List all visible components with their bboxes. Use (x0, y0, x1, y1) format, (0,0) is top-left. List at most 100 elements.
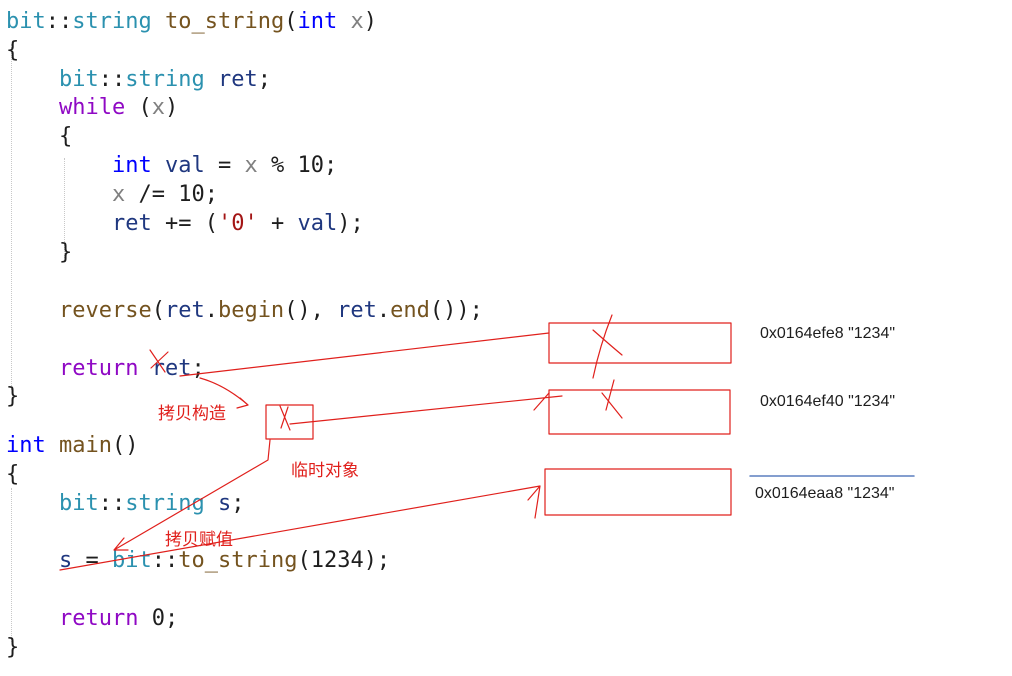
arrow-to-box-2 (289, 392, 563, 425)
arrow-temp-to-s (113, 439, 271, 551)
code-token: } (6, 240, 73, 265)
code-token: s (58, 548, 73, 573)
code-line: int val = x % 10; (6, 152, 337, 180)
code-token: (), (284, 298, 338, 323)
code-token: { (6, 462, 20, 487)
code-token: x (151, 95, 165, 120)
code-line: { (6, 461, 19, 489)
code-token: ret (337, 298, 377, 323)
code-token: begin (217, 298, 285, 323)
code-line: return 0; (6, 605, 178, 633)
code-token: string (125, 491, 205, 516)
indent-guide (11, 44, 12, 390)
memory-address-3: 0x0164eaa8 "1234" (755, 485, 895, 502)
code-token: = (72, 548, 112, 573)
code-token: :: (98, 491, 126, 516)
code-token: ()); (429, 298, 483, 323)
code-token: bit (6, 9, 46, 34)
code-token: . (204, 298, 218, 323)
code-line: bit::string to_string(int x) (6, 8, 377, 36)
code-token: int (297, 9, 338, 34)
code-token: int (111, 153, 152, 178)
code-token: to_string (164, 9, 285, 34)
code-token: string (72, 9, 152, 34)
arrow-s-to-box-3 (59, 485, 541, 571)
code-token: { (6, 124, 73, 149)
code-token: % (257, 153, 298, 178)
code-token: /= (125, 182, 179, 207)
code-token: reverse (58, 298, 152, 323)
code-token: ret (217, 67, 258, 92)
code-token: end (390, 298, 430, 323)
code-token: while (58, 95, 126, 120)
code-token: x (244, 153, 258, 178)
code-token: to_string (178, 548, 298, 573)
code-line: { (6, 123, 72, 151)
code-line: ret += ('0' + val); (6, 210, 364, 238)
code-token: :: (98, 67, 126, 92)
code-token: ret (111, 211, 152, 236)
code-token: ret (164, 298, 205, 323)
code-token: + (257, 211, 298, 236)
code-token: 0 (151, 606, 165, 631)
code-token: 1234 (310, 548, 364, 573)
copy-construct-label: 拷贝构造 (158, 404, 226, 424)
code-token: ); (363, 548, 391, 573)
heap-buffer-box-3 (544, 468, 732, 516)
code-token: . (376, 298, 391, 323)
code-token: ; (204, 182, 218, 207)
code-token: } (6, 384, 20, 409)
memory-address-1: 0x0164efe8 "1234" (760, 325, 896, 342)
code-token: ( (151, 298, 165, 323)
code-line: return ret; (6, 355, 205, 383)
code-line: { (6, 37, 19, 65)
code-line: int main() (6, 432, 138, 460)
code-line: s = bit::to_string(1234); (6, 547, 390, 575)
code-token: return (58, 606, 139, 631)
code-token: = (204, 153, 245, 178)
code-line: while (x) (6, 94, 178, 122)
indent-guide (64, 158, 65, 258)
code-token: ) (363, 9, 377, 34)
cross-out-mark (601, 379, 623, 419)
code-line: } (6, 383, 19, 411)
code-token: 10 (178, 182, 205, 207)
code-token: ) (164, 95, 179, 120)
code-token: main (59, 433, 112, 458)
code-token: ; (231, 491, 245, 516)
code-token: val (297, 211, 338, 236)
code-token: ( (297, 548, 311, 573)
code-token: bit (58, 491, 99, 516)
cross-out-mark (149, 349, 169, 373)
code-token: ret (151, 356, 192, 381)
cross-out-mark (279, 405, 291, 431)
code-token: ); (337, 211, 364, 236)
memory-address-2: 0x0164ef40 "1234" (760, 393, 896, 410)
code-token: ( (284, 9, 298, 34)
code-token: '0' (217, 211, 258, 236)
code-token: bit (111, 548, 152, 573)
code-line: } (6, 634, 19, 662)
code-line: bit::string s; (6, 490, 244, 518)
code-token: ; (257, 67, 271, 92)
code-token: 10 (297, 153, 324, 178)
code-line: x /= 10; (6, 181, 218, 209)
code-token: return (58, 356, 139, 381)
code-token: x (111, 182, 126, 207)
code-line: reverse(ret.begin(), ret.end()); (6, 297, 483, 325)
code-token: bit (58, 67, 99, 92)
code-token: int (6, 433, 46, 458)
heap-buffer-box-2 (548, 389, 731, 435)
code-token: val (164, 153, 205, 178)
code-token: ; (164, 606, 179, 631)
code-token: } (6, 635, 20, 660)
heap-buffer-box-1 (548, 322, 732, 364)
code-token: += ( (151, 211, 218, 236)
arrow-copy-construct (199, 377, 249, 409)
code-line: } (6, 239, 72, 267)
code-token: () (111, 433, 139, 458)
temp-object-label: 临时对象 (291, 461, 359, 481)
code-token: string (125, 67, 205, 92)
